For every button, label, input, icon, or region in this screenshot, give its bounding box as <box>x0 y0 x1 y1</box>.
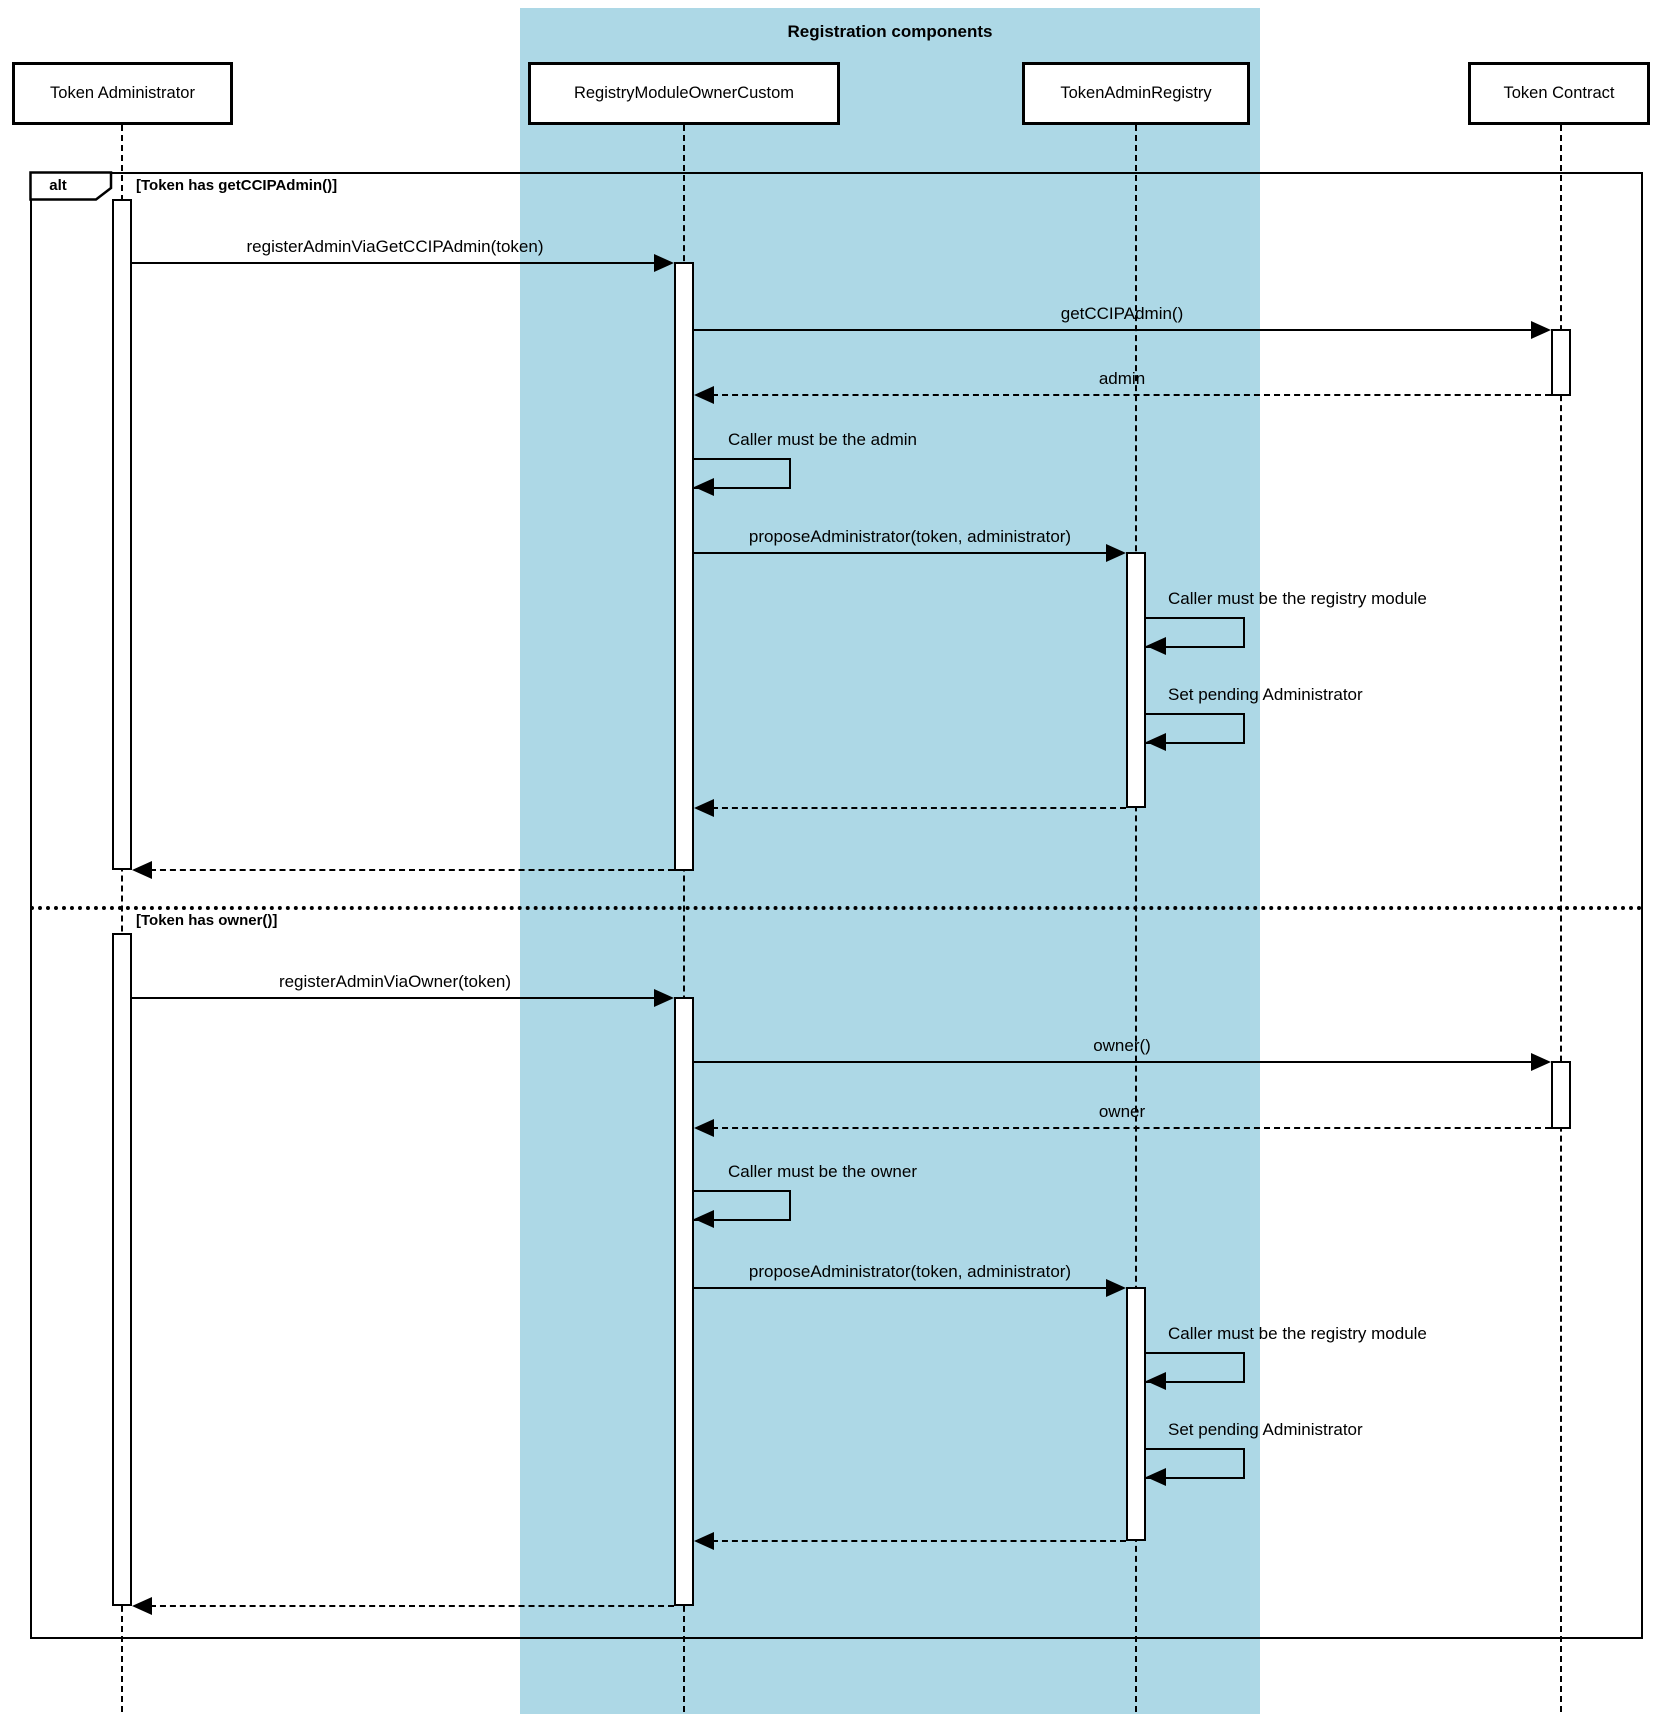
arrowhead-icon <box>654 254 674 272</box>
arrowhead-icon <box>1146 637 1166 655</box>
activation-token-admin-registry-2 <box>1126 1287 1146 1541</box>
participant-token-administrator: Token Administrator <box>12 62 233 125</box>
message-line <box>132 997 656 999</box>
self-message-label: Set pending Administrator <box>1168 1420 1363 1439</box>
lifeline-registry-module-owner-custom <box>683 125 685 1712</box>
self-message-label: Caller must be the registry module <box>1168 1324 1427 1343</box>
activation-token-contract-1 <box>1551 329 1571 396</box>
message-label: owner <box>1098 1102 1146 1121</box>
participant-token-contract: Token Contract <box>1468 62 1650 125</box>
arrowhead-icon <box>132 861 152 879</box>
return-line <box>150 869 674 871</box>
group-title: Registration components <box>787 22 993 41</box>
activation-registry-module-2 <box>674 997 694 1606</box>
arrowhead-icon <box>1146 1372 1166 1390</box>
activation-token-admin-registry-1 <box>1126 552 1146 808</box>
participant-label: TokenAdminRegistry <box>1060 84 1212 102</box>
self-message-loop <box>1146 1352 1245 1383</box>
arrowhead-icon <box>1531 321 1551 339</box>
message-label: proposeAdministrator(token, administrato… <box>748 527 1072 546</box>
lifeline-token-contract <box>1560 125 1562 1712</box>
arrowhead-icon <box>1531 1053 1551 1071</box>
participant-label: RegistryModuleOwnerCustom <box>573 84 795 102</box>
lifeline-token-admin-registry <box>1135 125 1137 1712</box>
return-line <box>150 1605 674 1607</box>
self-message-loop <box>694 458 791 489</box>
participant-label: Token Contract <box>1503 84 1615 102</box>
arrowhead-icon <box>1106 544 1126 562</box>
self-message-loop <box>694 1190 791 1221</box>
message-line <box>132 262 656 264</box>
self-message-loop <box>1146 617 1245 648</box>
self-message-loop <box>1146 713 1245 744</box>
arrowhead-icon <box>654 989 674 1007</box>
self-message-label: Caller must be the admin <box>728 430 917 449</box>
participant-registry-module-owner-custom: RegistryModuleOwnerCustom <box>528 62 840 125</box>
message-label: registerAdminViaGetCCIPAdmin(token) <box>246 237 544 256</box>
message-line <box>694 1061 1533 1063</box>
return-line <box>712 1540 1126 1542</box>
message-label: owner() <box>1093 1036 1151 1055</box>
lifeline-token-administrator <box>121 125 123 1712</box>
condition-label-1: [Token has getCCIPAdmin()] <box>136 177 338 194</box>
self-message-label: Caller must be the registry module <box>1168 589 1427 608</box>
return-line <box>712 394 1551 396</box>
message-label: registerAdminViaOwner(token) <box>278 972 512 991</box>
arrowhead-icon <box>132 1597 152 1615</box>
return-line <box>712 807 1126 809</box>
participant-token-admin-registry: TokenAdminRegistry <box>1022 62 1250 125</box>
arrowhead-icon <box>694 799 714 817</box>
activation-token-administrator-1 <box>112 199 132 870</box>
arrowhead-icon <box>694 478 714 496</box>
arrowhead-icon <box>694 1210 714 1228</box>
arrowhead-icon <box>694 1532 714 1550</box>
arrowhead-icon <box>1106 1279 1126 1297</box>
arrowhead-icon <box>1146 1468 1166 1486</box>
self-message-label: Set pending Administrator <box>1168 685 1363 704</box>
arrowhead-icon <box>694 1119 714 1137</box>
activation-token-administrator-2 <box>112 933 132 1606</box>
alt-operator-pentagon <box>29 171 113 201</box>
participant-label: Token Administrator <box>50 84 195 102</box>
activation-token-contract-2 <box>1551 1061 1571 1129</box>
self-message-loop <box>1146 1448 1245 1479</box>
message-label: getCCIPAdmin() <box>1060 304 1184 323</box>
arrowhead-icon <box>694 386 714 404</box>
message-label: admin <box>1098 369 1146 388</box>
arrowhead-icon <box>1146 733 1166 751</box>
message-line <box>694 329 1533 331</box>
activation-registry-module-1 <box>674 262 694 871</box>
message-line <box>694 552 1108 554</box>
self-message-label: Caller must be the owner <box>728 1162 917 1181</box>
message-line <box>694 1287 1108 1289</box>
alt-frame <box>30 172 1643 1639</box>
return-line <box>712 1127 1551 1129</box>
message-label: proposeAdministrator(token, administrato… <box>748 1262 1072 1281</box>
alt-operator-label: alt <box>49 177 67 194</box>
condition-label-2: [Token has owner()] <box>136 912 278 929</box>
section-divider <box>30 906 1643 910</box>
